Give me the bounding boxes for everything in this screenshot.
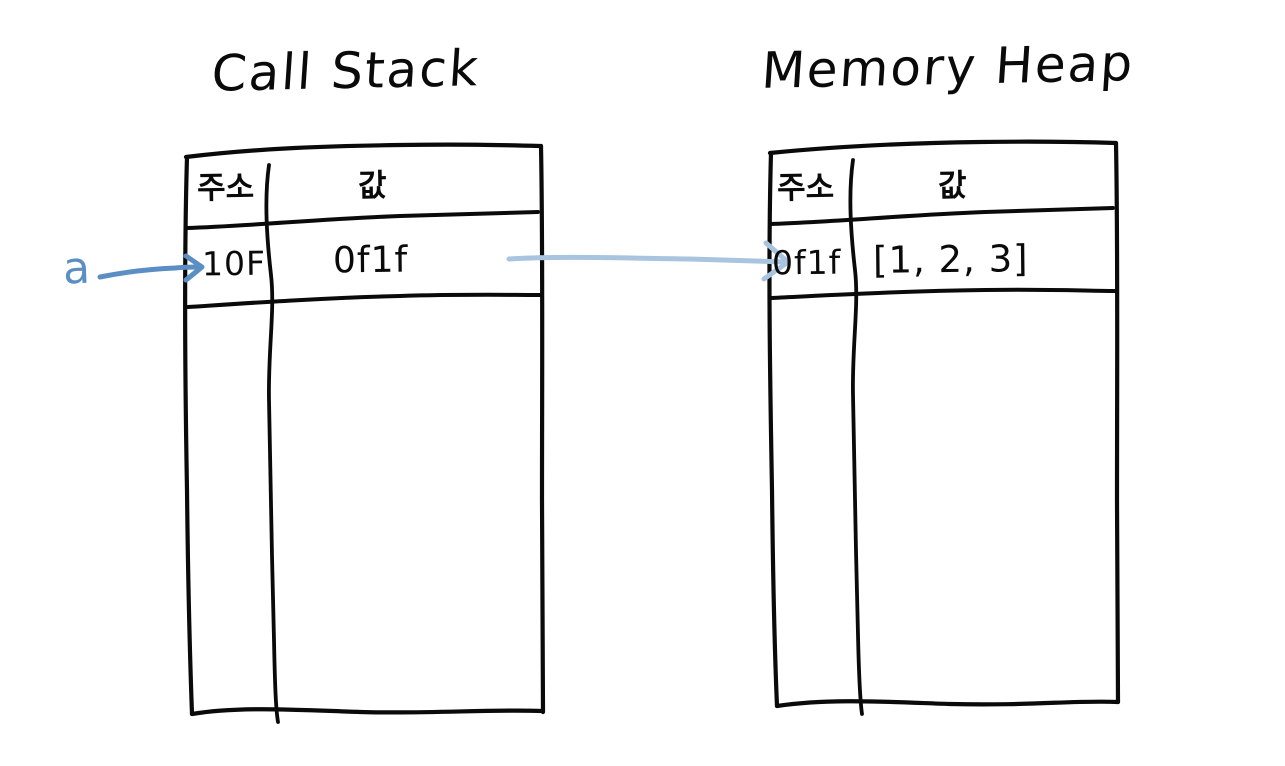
call-stack-table-top-border bbox=[183, 142, 544, 160]
memory-heap-header-value: 값 bbox=[937, 167, 967, 205]
call-stack-title: Call Stack bbox=[209, 39, 482, 103]
call-stack-cell-address: 10F bbox=[201, 243, 267, 284]
memory-heap-row-separator bbox=[770, 287, 1117, 300]
memory-heap-title: Memory Heap bbox=[759, 34, 1137, 100]
memory-heap-table-top-border bbox=[767, 139, 1119, 156]
call-stack-header-separator bbox=[184, 210, 540, 230]
variable-pointer-arrow-head bbox=[183, 253, 205, 283]
heap-reference-arrow-head bbox=[761, 240, 791, 282]
memory-heap-column-divider bbox=[848, 158, 864, 716]
call-stack-table-left-border bbox=[183, 154, 195, 717]
memory-heap-header-separator bbox=[768, 206, 1115, 226]
heap-reference-arrow bbox=[506, 240, 791, 282]
variable-pointer-arrow-shaft bbox=[97, 264, 202, 280]
call-stack-column-divider bbox=[264, 163, 280, 724]
call-stack-header-address: 주소 bbox=[196, 169, 255, 207]
call-stack-cell-value: 0f1f bbox=[332, 239, 409, 282]
variable-pointer-arrow bbox=[97, 253, 205, 283]
call-stack-table-right-border bbox=[538, 143, 546, 715]
heap-reference-arrow-shaft bbox=[506, 254, 789, 265]
memory-heap-header-address: 주소 bbox=[776, 169, 835, 207]
call-stack-table bbox=[183, 142, 546, 724]
memory-heap-cell-value: [1, 2, 3] bbox=[872, 237, 1029, 282]
call-stack-table-bottom-border bbox=[189, 707, 546, 717]
variable-label-a: a bbox=[62, 242, 91, 295]
memory-heap-cell-address: 0f1f bbox=[771, 242, 842, 283]
memory-heap-table-right-border bbox=[1113, 140, 1121, 705]
memory-heap-table-left-border bbox=[767, 150, 780, 709]
memory-heap-table bbox=[767, 139, 1121, 716]
call-stack-header-value: 값 bbox=[357, 167, 387, 205]
memory-heap-table-bottom-border bbox=[774, 699, 1121, 709]
call-stack-row-separator bbox=[186, 292, 542, 309]
